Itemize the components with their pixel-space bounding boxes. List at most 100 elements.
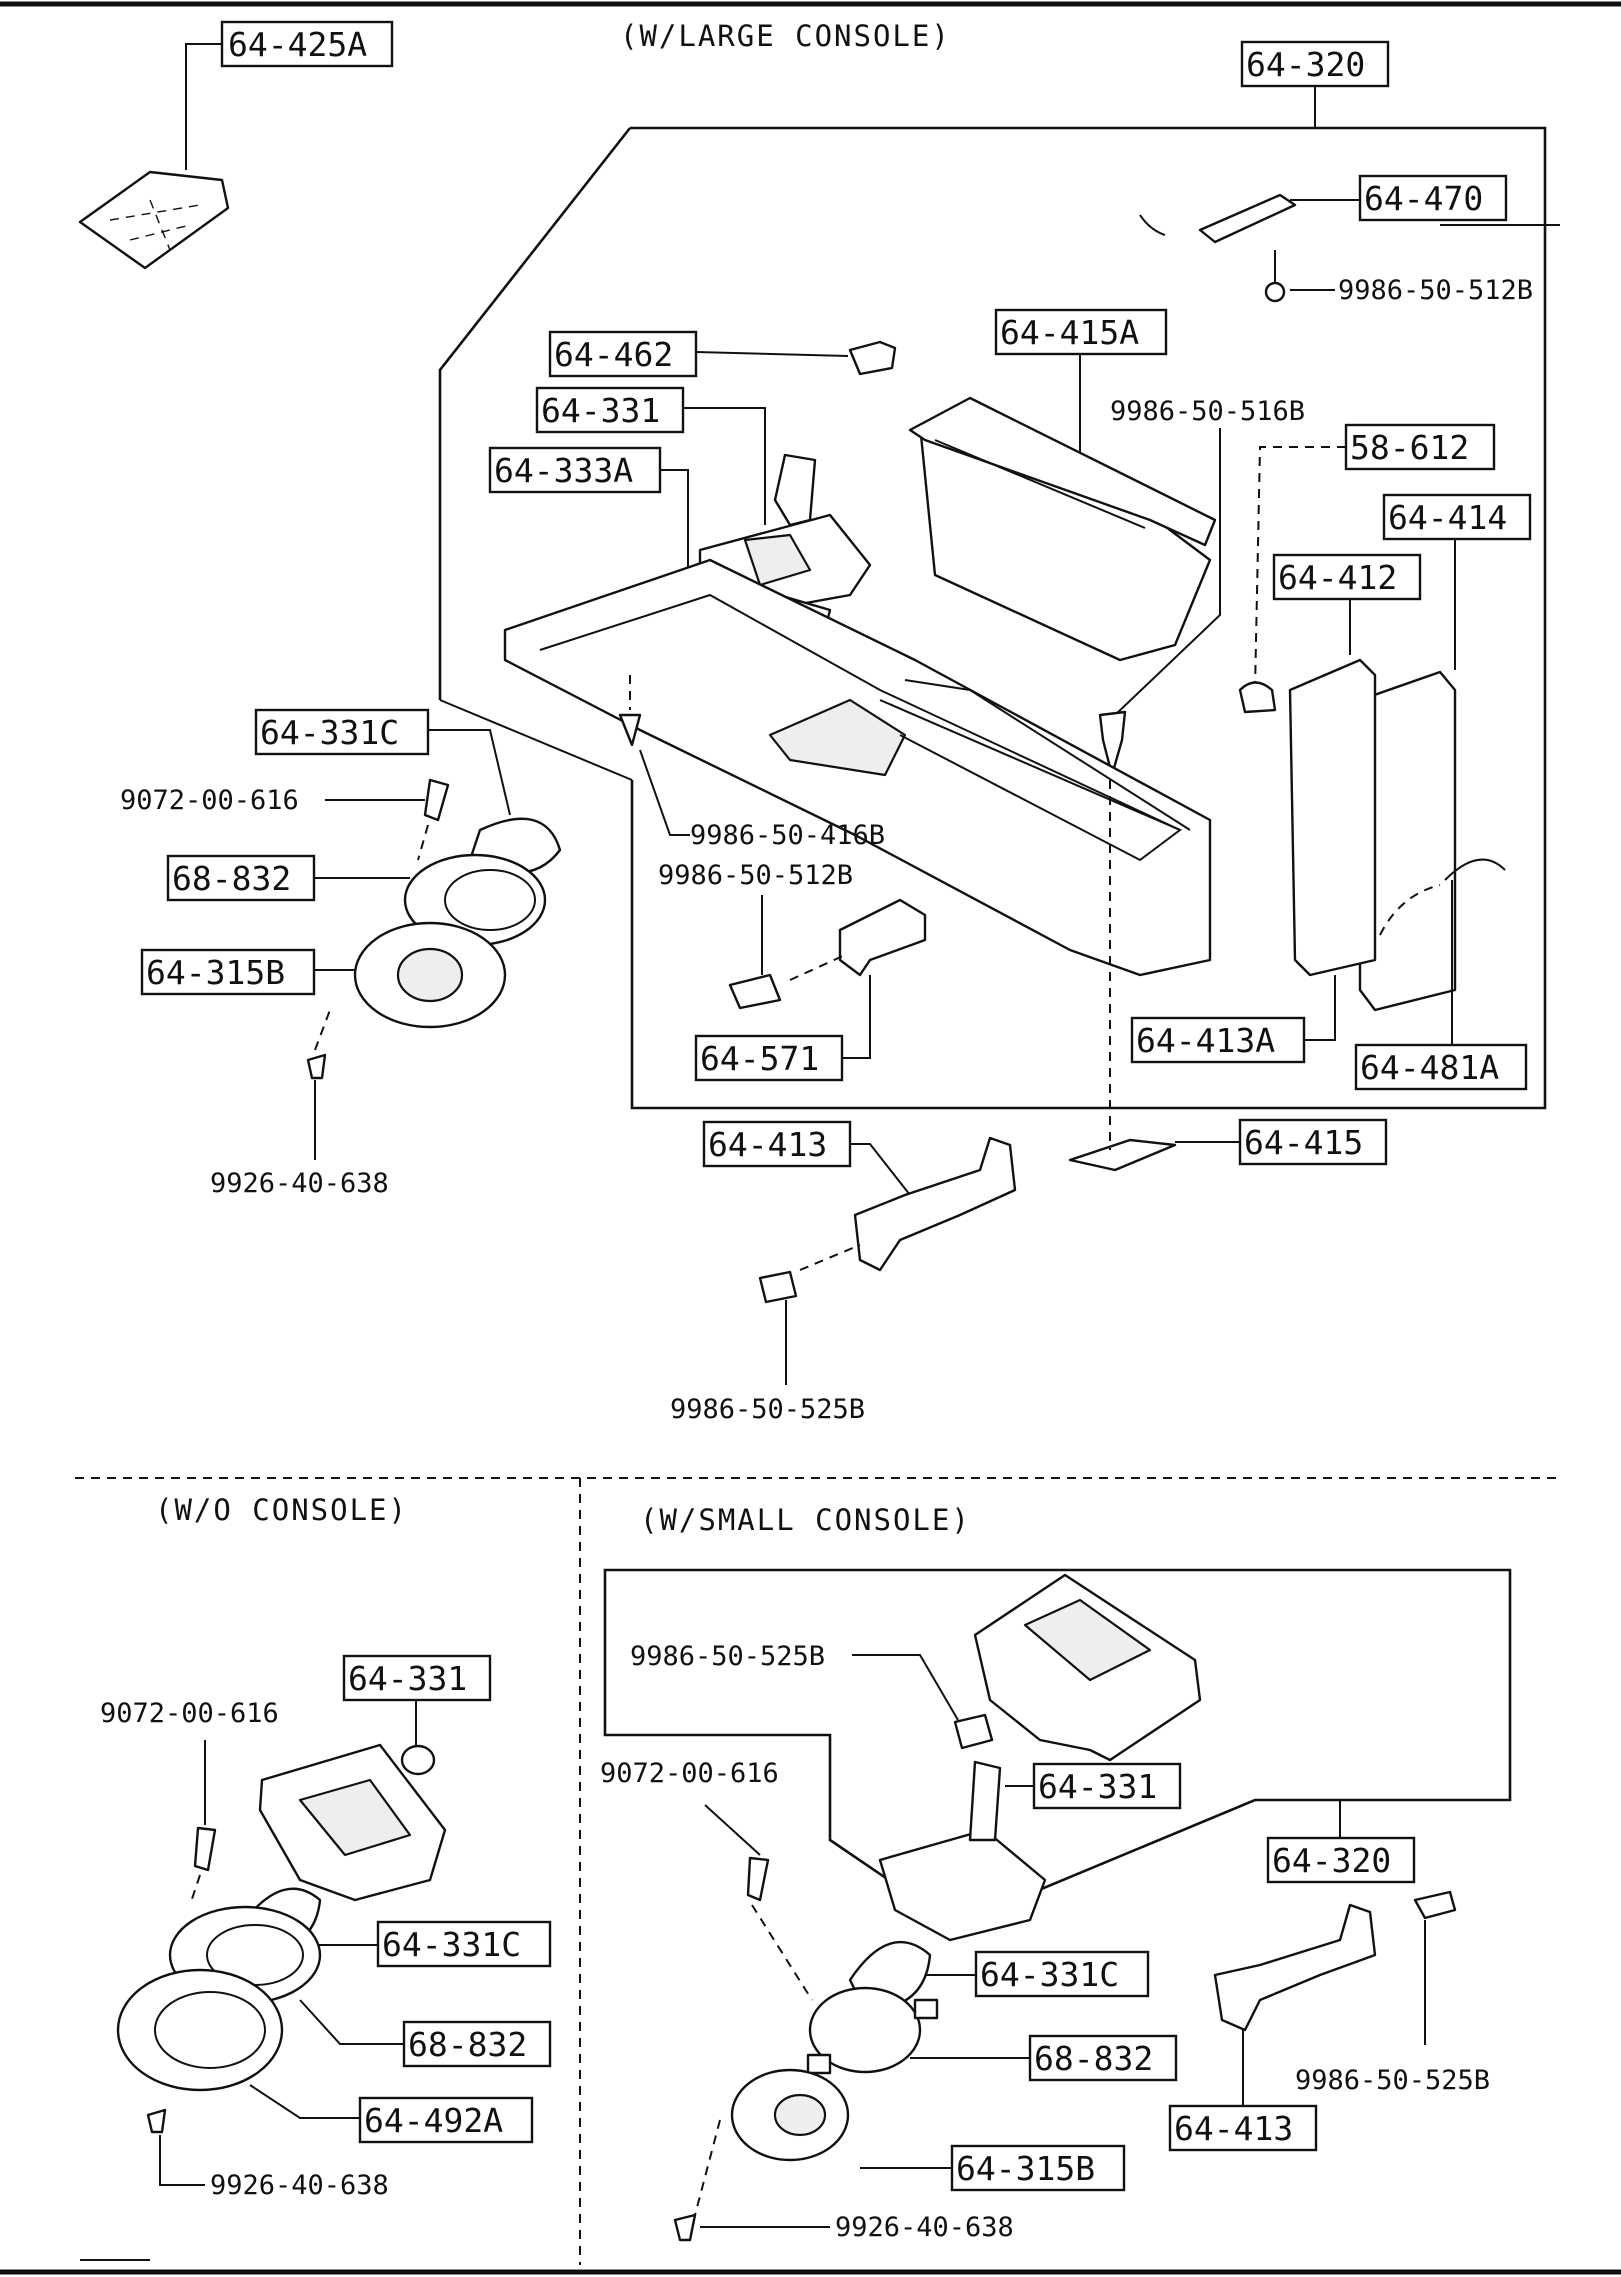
bulb-shape bbox=[1238, 681, 1277, 714]
part-64-462: 64-462 bbox=[548, 330, 897, 378]
label-58-612: 58-612 bbox=[1350, 428, 1469, 467]
hinge-spring bbox=[1444, 858, 1506, 881]
sm-bolt-9986-50-525B-top: 9986-50-525B bbox=[630, 1641, 994, 1750]
part-64-412: 64-412 bbox=[1272, 553, 1422, 977]
label-9986-50-516B: 9986-50-516B bbox=[1110, 396, 1305, 427]
part-64-470: 64-470 bbox=[1139, 174, 1508, 244]
part-64-414: 64-414 bbox=[1358, 493, 1532, 1012]
label-64-462: 64-462 bbox=[554, 335, 673, 374]
sm-label-9072-00-616: 9072-00-616 bbox=[600, 1758, 779, 1789]
label-64-415A: 64-415A bbox=[1000, 313, 1139, 352]
label-64-481A: 64-481A bbox=[1360, 1048, 1499, 1087]
label-64-571: 64-571 bbox=[700, 1039, 819, 1078]
sm-label-64-320: 64-320 bbox=[1272, 1841, 1391, 1880]
part-64-415: 64-415 bbox=[1068, 780, 1388, 1172]
sm-label-9926-40-638: 9926-40-638 bbox=[835, 2212, 1014, 2243]
sm-screw-top bbox=[953, 1713, 994, 1750]
sm-part-64-413: 64-413 bbox=[1168, 1903, 1377, 2152]
clip-9926-40-638: 9926-40-638 bbox=[210, 1009, 389, 1199]
part-64-481A: 64-481A bbox=[1354, 858, 1528, 1091]
large-console-group-outline bbox=[438, 126, 1547, 1110]
label-64-320: 64-320 bbox=[1246, 45, 1365, 84]
wo-clip bbox=[146, 2108, 167, 2134]
part-64-320: 64-320 bbox=[1240, 40, 1390, 128]
label-64-331: 64-331 bbox=[541, 391, 660, 430]
sm-bolt-9986-50-525B: 9986-50-525B bbox=[1295, 1890, 1490, 2096]
label-9986-50-525B: 9986-50-525B bbox=[670, 1394, 865, 1425]
sm-bracket-413 bbox=[1213, 1903, 1377, 2032]
wo-screw bbox=[193, 1826, 217, 1872]
bolt-9986-50-512B: 9986-50-512B bbox=[658, 860, 853, 1010]
sm-shift-boot bbox=[878, 1828, 1047, 1942]
part-64-413: 64-413 bbox=[702, 1120, 1017, 1272]
bolt-9986-50-525B: 9986-50-525B bbox=[670, 1270, 865, 1425]
label-9986-50-416B: 9986-50-416B bbox=[690, 820, 885, 851]
sm-screw bbox=[746, 1856, 770, 1902]
part-64-413A: 64-413A bbox=[1130, 975, 1336, 1064]
bracket-415 bbox=[1068, 1138, 1177, 1172]
label-9072-00-616: 9072-00-616 bbox=[120, 785, 299, 816]
label-9986-50-512B: 9986-50-512B bbox=[658, 860, 853, 891]
label-9926-40-638: 9926-40-638 bbox=[210, 1168, 389, 1199]
part-68-832: 68-832 bbox=[166, 853, 547, 947]
lid-hinge bbox=[1198, 193, 1297, 244]
wo-label-64-331: 64-331 bbox=[348, 1659, 467, 1698]
cover-panel bbox=[1358, 670, 1457, 1012]
sm-part-68-832: 68-832 bbox=[806, 1986, 1178, 2082]
screw-525B bbox=[758, 1270, 798, 1304]
sm-screw-525B bbox=[1413, 1890, 1457, 1920]
wo-label-9926-40-638: 9926-40-638 bbox=[210, 2170, 389, 2201]
gasket-panel bbox=[1288, 658, 1377, 977]
console-opening bbox=[768, 698, 907, 777]
wo-label-68-832: 68-832 bbox=[408, 2025, 527, 2064]
clip-638 bbox=[306, 1053, 327, 1080]
sm-label-9986-50-525B-top: 9986-50-525B bbox=[630, 1641, 825, 1672]
label-68-832: 68-832 bbox=[172, 859, 291, 898]
wo-bolt-9072-00-616: 9072-00-616 bbox=[100, 1698, 279, 1906]
label-64-333A: 64-333A bbox=[494, 451, 633, 490]
label-9986-50-512B-top: 9986-50-512B bbox=[1338, 275, 1533, 306]
bracket-413 bbox=[853, 1136, 1017, 1272]
wo-part-64-492A: 64-492A bbox=[116, 1968, 534, 2144]
wo-label-64-492A: 64-492A bbox=[364, 2101, 503, 2140]
wo-clip-9926-40-638: 9926-40-638 bbox=[146, 2108, 389, 2201]
screw-512B bbox=[728, 973, 782, 1010]
part-64-571: 64-571 bbox=[694, 898, 927, 1082]
section-title-small-console: (W/SMALL CONSOLE) bbox=[640, 1503, 971, 1537]
sm-clip bbox=[673, 2213, 697, 2242]
label-64-315B: 64-315B bbox=[146, 953, 285, 992]
sm-label-68-832: 68-832 bbox=[1034, 2039, 1153, 2078]
bracket-571 bbox=[838, 898, 927, 977]
wo-label-64-331C: 64-331C bbox=[382, 1925, 521, 1964]
part-64-331: 64-331 bbox=[535, 386, 872, 617]
bolt-9986-50-512B-top: 9986-50-512B bbox=[1264, 250, 1533, 306]
bolt-9986-50-516B: 9986-50-516B bbox=[1098, 396, 1305, 777]
label-64-415: 64-415 bbox=[1244, 1123, 1363, 1162]
clip-shape bbox=[848, 340, 897, 376]
bolt-9072-00-616: 9072-00-616 bbox=[120, 778, 450, 861]
part-64-315B: 64-315B bbox=[140, 921, 507, 1029]
sm-label-64-315B: 64-315B bbox=[956, 2149, 1095, 2188]
section-title-without-console: (W/O CONSOLE) bbox=[155, 1493, 408, 1527]
label-64-413: 64-413 bbox=[708, 1125, 827, 1164]
sm-label-9986-50-525B: 9986-50-525B bbox=[1295, 2065, 1490, 2096]
label-64-470: 64-470 bbox=[1364, 179, 1483, 218]
sm-label-64-331: 64-331 bbox=[1038, 1767, 1157, 1806]
screw-shape bbox=[423, 778, 450, 822]
part-58-612: 58-612 bbox=[1238, 423, 1496, 714]
sm-ring bbox=[808, 1986, 922, 2074]
clip-416B bbox=[618, 713, 642, 747]
bolt-9986-50-416B: 9986-50-416B bbox=[618, 675, 885, 851]
label-64-414: 64-414 bbox=[1388, 498, 1507, 537]
wo-part-64-331: 64-331 bbox=[258, 1654, 492, 1902]
push-clip bbox=[1098, 710, 1127, 777]
part-64-425A: 64-425A bbox=[78, 20, 394, 270]
wo-boot-plate bbox=[116, 1968, 284, 2092]
floor-mat-shape bbox=[78, 170, 230, 270]
sm-part-64-315B: 64-315B bbox=[730, 2068, 1126, 2192]
label-64-331C: 64-331C bbox=[260, 713, 399, 752]
wo-label-9072-00-616: 9072-00-616 bbox=[100, 1698, 279, 1729]
sm-label-64-331C: 64-331C bbox=[980, 1955, 1119, 1994]
sm-label-64-413: 64-413 bbox=[1174, 2109, 1293, 2148]
